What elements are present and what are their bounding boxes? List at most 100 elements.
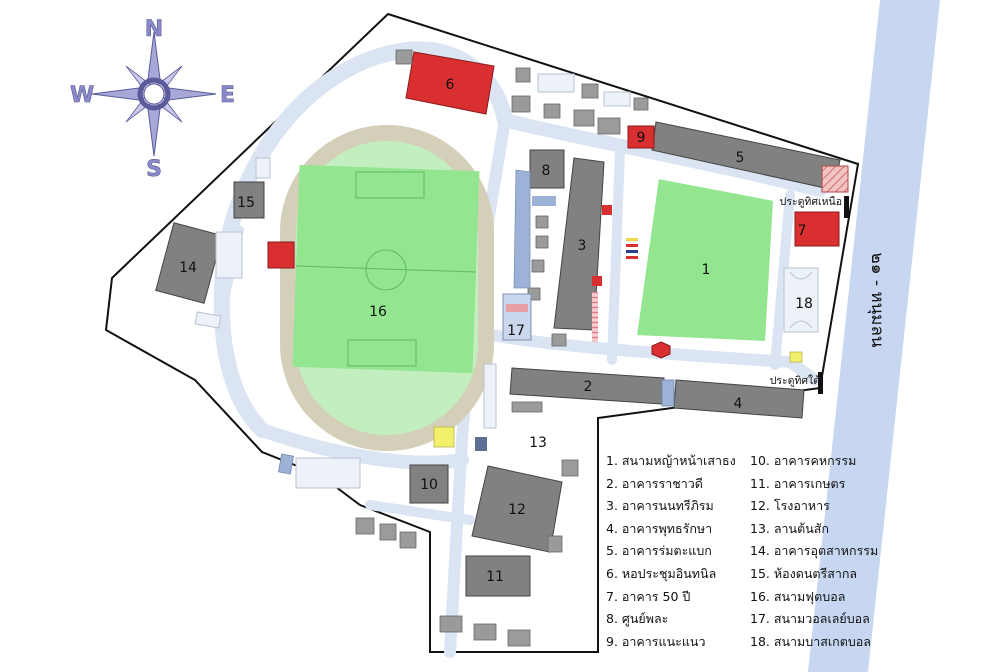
outbuilding: [543, 103, 561, 119]
connector-blue: [661, 379, 675, 407]
label-building-18: 18: [795, 296, 813, 312]
football-stadium: [280, 125, 494, 451]
building-7: [794, 211, 840, 247]
outbuilding: [547, 535, 563, 553]
outbuilding: [515, 67, 531, 83]
blue-strip: [532, 196, 556, 206]
legend-item: 8. ศูนย์พละ: [606, 611, 669, 627]
outbuilding: [395, 49, 413, 65]
yellow-block: [433, 426, 455, 448]
legend-item: 2. อาคารราชาวดี: [606, 475, 703, 491]
label-building-1: 1: [702, 262, 711, 278]
legend-column-left: 1. สนามหญ้าหน้าเสาธง 2. อาคารราชาวดี 3. …: [606, 450, 806, 653]
outbuilding: [633, 97, 649, 111]
outbuilding: [531, 259, 545, 273]
legend-item: 5. อาคารร่มตะแบก: [606, 543, 712, 559]
building-14: [155, 222, 223, 304]
legend-item: 1. สนามหญ้าหน้าเสาธง: [606, 453, 736, 468]
label-building-12: 12: [508, 502, 526, 518]
outbuilding: [573, 109, 595, 127]
north-gate-label: ประตูทิศเหนือ: [780, 195, 842, 208]
red-hexagon: [651, 341, 671, 359]
basketball-court-18: [783, 267, 819, 333]
light-block: [215, 231, 243, 279]
label-building-13: 13: [529, 435, 547, 451]
legend-item: 3. อาคารนนทรีภิรม: [606, 498, 714, 514]
compass-west: W: [70, 83, 94, 108]
front-lawn-field: [634, 176, 776, 344]
legend-item: 7. อาคาร 50 ปี: [606, 588, 691, 604]
label-building-8: 8: [542, 163, 551, 179]
outbuilding: [581, 83, 599, 99]
outbuilding: [507, 629, 531, 647]
north-gate-marker: [844, 196, 849, 218]
compass-rose-icon: N S E W: [70, 17, 236, 183]
building-8: [529, 149, 565, 189]
blue-corridor: [513, 169, 531, 289]
building-6: [405, 51, 495, 115]
light-block: [194, 311, 222, 329]
label-building-2: 2: [584, 379, 593, 395]
legend-item: 15. ห้องดนตรีสากล: [750, 565, 858, 581]
light-block: [295, 457, 361, 489]
label-building-14: 14: [179, 260, 197, 276]
outbuilding: [535, 235, 549, 249]
outbuilding: [551, 333, 567, 347]
outbuilding: [439, 615, 463, 633]
legend-column-right: 10. อาคารคหกรรม 11. อาคารเกษตร 12. โรงอา…: [750, 450, 950, 653]
south-gate-marker: [818, 372, 823, 394]
label-building-5: 5: [736, 150, 745, 166]
small-hatched-strip: [592, 292, 598, 342]
south-gate-label: ประตูทิศใต้: [770, 374, 820, 387]
building-9: [627, 125, 655, 149]
label-building-15: 15: [237, 195, 255, 211]
legend-item: 6. หอประชุมอินทนิล: [606, 565, 717, 581]
label-building-10: 10: [420, 477, 438, 493]
label-building-7: 7: [798, 223, 807, 239]
label-building-9: 9: [637, 130, 646, 146]
outbuilding: [561, 459, 579, 477]
legend-item: 14. อาคารอุตสาหกรรม: [750, 543, 879, 559]
small-red-mark-2: [592, 276, 602, 286]
road-label: ๒๑ - หนุมลน: [867, 252, 887, 347]
building-4: [673, 379, 805, 419]
outbuilding: [379, 523, 397, 541]
label-building-3: 3: [578, 238, 587, 254]
dark-blue-mark: [475, 437, 487, 451]
flag-icon: [626, 238, 638, 259]
label-building-6: 6: [446, 77, 455, 93]
legend-item: 9. อาคารแนะแนว: [606, 633, 706, 649]
legend-item: 16. สนามฟุตบอล: [750, 588, 846, 604]
map-legend: 1. สนามหญ้าหน้าเสาธง 2. อาคารราชาวดี 3. …: [606, 450, 996, 650]
compass-north: N: [145, 17, 163, 42]
legend-item: 10. อาคารคหกรรม: [750, 453, 857, 468]
light-block: [255, 157, 271, 179]
building-10: [409, 464, 449, 504]
legend-item: 17. สนามวอลเลย์บอล: [750, 611, 870, 627]
volleyball-stripe: [506, 304, 528, 312]
legend-item: 13. ลานต้นสัก: [750, 520, 829, 536]
building-15: [233, 181, 265, 219]
outbuilding: [511, 401, 543, 413]
yellow-mark: [789, 351, 803, 363]
label-building-17: 17: [507, 323, 525, 339]
light-block: [483, 363, 497, 429]
outbuilding: [535, 215, 549, 229]
label-building-4: 4: [734, 396, 743, 412]
outbuilding: [399, 531, 417, 549]
hatched-block: [821, 165, 849, 193]
blue-mark-west: [278, 453, 294, 475]
label-building-11: 11: [486, 569, 504, 585]
building-11: [465, 555, 531, 597]
compass-east: E: [220, 83, 235, 108]
volleyball-court-17: [502, 293, 532, 341]
outbuilding: [355, 517, 375, 535]
small-red-mark-1: [602, 205, 612, 215]
highway: [808, 0, 940, 672]
light-block: [537, 73, 575, 93]
light-block: [603, 91, 631, 107]
legend-item: 11. อาคารเกษตร: [750, 475, 846, 491]
legend-item: 4. อาคารพุทธรักษา: [606, 520, 713, 536]
outbuilding: [597, 117, 621, 135]
